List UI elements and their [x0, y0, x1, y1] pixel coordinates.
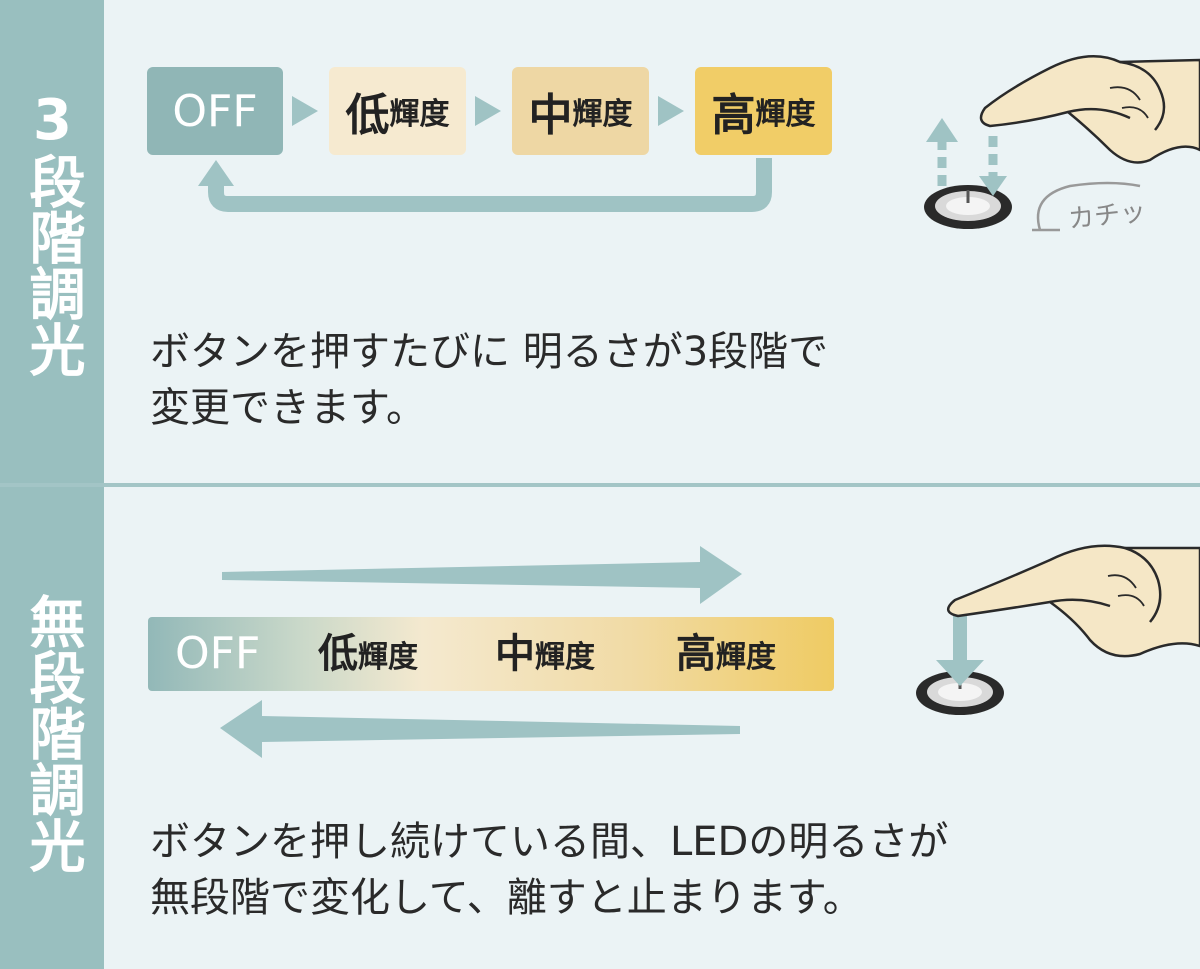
section-divider — [0, 483, 1200, 487]
level-suffix: 輝度 — [755, 97, 816, 132]
stepped-dimming-section: 3段階調光 OFF 低輝度 中輝度 高輝度 カチッ ボタンを押すたびに 明るさが… — [0, 0, 1200, 483]
level-high-box: 高輝度 — [695, 67, 832, 155]
level-suffix: 輝度 — [535, 640, 595, 675]
stepless-description: ボタンを押し続けている間、LEDの明るさが 無段階で変化して、離すと止まります。 — [150, 814, 948, 926]
press-down-arrow-icon — [936, 614, 984, 686]
press-release-arrow-icon — [937, 136, 998, 186]
increase-arrow-icon — [222, 546, 742, 604]
level-label: 中 — [495, 631, 535, 677]
level-suffix: 輝度 — [358, 640, 418, 675]
section-title: 無段階調光 — [20, 593, 85, 873]
level-suffix: 輝度 — [716, 640, 776, 675]
push-button-icon — [924, 185, 1012, 229]
level-mid-box: 中輝度 — [512, 67, 649, 155]
hand-press-icon — [979, 55, 1200, 164]
push-button-icon — [916, 671, 1004, 715]
description-line: 変更できます。 — [150, 385, 426, 431]
brightness-gradient-bar — [148, 617, 834, 691]
step-arrow-icon — [475, 96, 501, 126]
cycle-arrow-icon — [198, 158, 772, 212]
stepped-description: ボタンを押すたびに 明るさが3段階で 変更できます。 — [150, 324, 828, 436]
level-label: 高 — [711, 90, 756, 141]
decrease-arrow-icon — [220, 700, 740, 758]
bar-level-off: OFF — [175, 625, 260, 683]
step-arrow-icon — [658, 96, 684, 126]
level-label: 中 — [528, 90, 573, 141]
level-low-box: 低輝度 — [329, 67, 466, 155]
hand-press-icon — [947, 544, 1200, 658]
level-label: 高 — [676, 631, 716, 677]
side-band — [0, 487, 104, 969]
side-band — [0, 0, 104, 483]
section-title: 3段階調光 — [20, 87, 85, 377]
bar-level-high: 高輝度 — [676, 625, 776, 687]
level-label: OFF — [172, 85, 258, 137]
step-arrow-icon — [292, 96, 318, 126]
description-line: 無段階で変化して、離すと止まります。 — [150, 875, 863, 921]
bar-level-low: 低輝度 — [318, 625, 418, 687]
level-suffix: 輝度 — [389, 97, 450, 132]
description-line: ボタンを押し続けている間、LEDの明るさが — [150, 819, 949, 865]
sound-swoosh-icon — [1036, 181, 1141, 231]
level-label: OFF — [175, 628, 261, 679]
description-line: ボタンを押すたびに 明るさが3段階で — [150, 329, 829, 375]
level-label: 低 — [345, 90, 390, 141]
level-suffix: 輝度 — [572, 97, 633, 132]
bar-level-mid: 中輝度 — [495, 625, 595, 687]
level-off-box: OFF — [147, 67, 283, 155]
level-label: 低 — [318, 631, 358, 677]
